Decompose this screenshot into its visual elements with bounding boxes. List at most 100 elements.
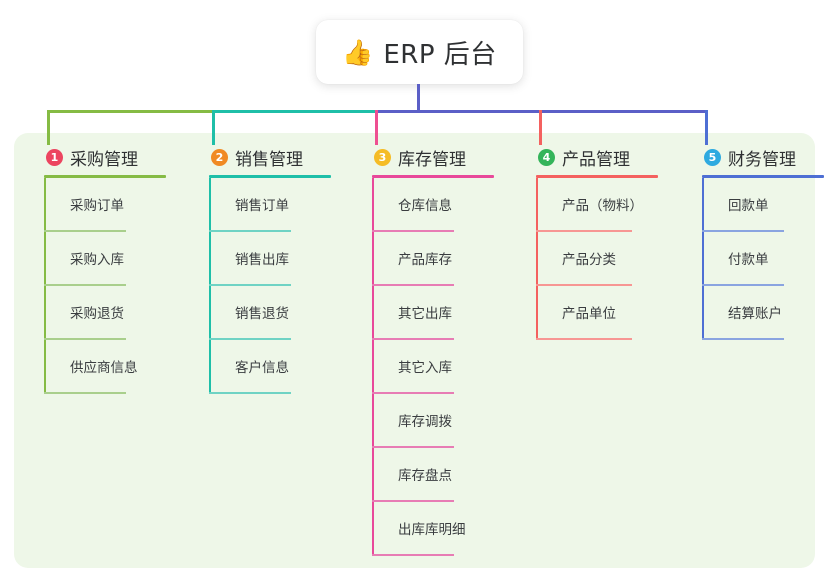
- column-1: 1 采购管理采购订单采购入库采购退货供应商信息: [30, 145, 190, 394]
- leaf-item[interactable]: 库存盘点: [358, 448, 523, 502]
- column-items: 回款单付款单结算账户: [688, 178, 838, 340]
- root-node-title: ERP 后台: [383, 39, 497, 70]
- column-spine: [702, 178, 704, 340]
- bus-segment-4: [539, 110, 708, 113]
- leaf-item-label: 产品（物料）: [562, 198, 643, 214]
- bus-segment-3: [375, 110, 542, 113]
- thumbs-up-icon: 👍: [342, 37, 374, 67]
- leaf-item-underline: [44, 284, 126, 286]
- leaf-item[interactable]: 产品库存: [358, 232, 523, 286]
- column-number-badge: 5: [704, 148, 721, 166]
- column-spine: [536, 178, 538, 340]
- column-5: 5 财务管理回款单付款单结算账户: [688, 145, 838, 340]
- column-items: 仓库信息产品库存其它出库其它入库库存调拨库存盘点出库库明细: [358, 178, 523, 556]
- leaf-item-underline: [209, 230, 291, 232]
- leaf-item[interactable]: 销售出库: [195, 232, 355, 286]
- column-underline: [702, 175, 824, 178]
- leaf-item-label: 产品单位: [562, 306, 616, 322]
- leaf-item[interactable]: 采购退货: [30, 286, 190, 340]
- drop-line-5: [705, 110, 708, 145]
- leaf-item[interactable]: 供应商信息: [30, 340, 190, 394]
- drop-line-3: [375, 110, 378, 145]
- bus-segment-1: [47, 110, 215, 113]
- leaf-item-underline: [209, 338, 291, 340]
- leaf-item-underline: [372, 446, 454, 448]
- column-number-badge: 3: [374, 148, 391, 166]
- leaf-item[interactable]: 销售订单: [195, 178, 355, 232]
- leaf-item-label: 销售订单: [235, 198, 289, 214]
- leaf-item-label: 付款单: [728, 252, 769, 268]
- leaf-item-underline: [536, 338, 632, 340]
- leaf-item[interactable]: 产品（物料）: [522, 178, 687, 232]
- column-number-badge: 2: [211, 148, 228, 166]
- column-items: 采购订单采购入库采购退货供应商信息: [30, 178, 190, 394]
- column-spine: [372, 178, 374, 556]
- column-title: 库存管理: [398, 149, 466, 170]
- leaf-item-label: 采购退货: [70, 306, 124, 322]
- column-underline: [209, 175, 331, 178]
- leaf-item-underline: [372, 392, 454, 394]
- column-header-2[interactable]: 2 销售管理: [195, 145, 355, 170]
- column-title: 销售管理: [235, 149, 303, 170]
- column-title: 产品管理: [562, 149, 630, 170]
- leaf-item-underline: [209, 284, 291, 286]
- leaf-item[interactable]: 产品单位: [522, 286, 687, 340]
- leaf-item-underline: [372, 338, 454, 340]
- leaf-item-underline: [372, 554, 454, 556]
- leaf-item-underline: [44, 338, 126, 340]
- column-items: 销售订单销售出库销售退货客户信息: [195, 178, 355, 394]
- leaf-item[interactable]: 结算账户: [688, 286, 838, 340]
- leaf-item-underline: [702, 338, 784, 340]
- leaf-item-label: 销售出库: [235, 252, 289, 268]
- trunk-line: [417, 84, 420, 113]
- leaf-item[interactable]: 客户信息: [195, 340, 355, 394]
- leaf-item-label: 供应商信息: [70, 360, 138, 376]
- column-4: 4 产品管理产品（物料） 产品分类产品单位: [522, 145, 687, 340]
- leaf-item-label: 其它出库: [398, 306, 452, 322]
- leaf-item-underline: [372, 284, 454, 286]
- leaf-item-label: 回款单: [728, 198, 769, 214]
- leaf-item[interactable]: 采购订单: [30, 178, 190, 232]
- leaf-item-underline: [702, 284, 784, 286]
- column-underline: [536, 175, 658, 178]
- bus-segment-2: [212, 110, 378, 113]
- leaf-item[interactable]: 销售退货: [195, 286, 355, 340]
- root-node[interactable]: 👍 ERP 后台: [316, 20, 523, 84]
- leaf-item-label: 销售退货: [235, 306, 289, 322]
- column-underline: [372, 175, 494, 178]
- column-number-badge: 4: [538, 148, 555, 166]
- column-number-badge: 1: [46, 148, 63, 166]
- column-spine: [209, 178, 211, 394]
- leaf-item[interactable]: 回款单: [688, 178, 838, 232]
- leaf-item[interactable]: 出库库明细: [358, 502, 523, 556]
- leaf-item-label: 库存盘点: [398, 468, 452, 484]
- leaf-item-label: 结算账户: [728, 306, 782, 322]
- leaf-item[interactable]: 仓库信息: [358, 178, 523, 232]
- column-header-1[interactable]: 1 采购管理: [30, 145, 190, 170]
- leaf-item[interactable]: 其它入库: [358, 340, 523, 394]
- column-header-5[interactable]: 5 财务管理: [688, 145, 838, 170]
- leaf-item-label: 产品库存: [398, 252, 452, 268]
- leaf-item-label: 仓库信息: [398, 198, 452, 214]
- column-title: 财务管理: [728, 149, 796, 170]
- leaf-item-underline: [44, 230, 126, 232]
- leaf-item[interactable]: 采购入库: [30, 232, 190, 286]
- leaf-item-label: 产品分类: [562, 252, 616, 268]
- leaf-item[interactable]: 付款单: [688, 232, 838, 286]
- leaf-item-underline: [536, 284, 632, 286]
- column-header-4[interactable]: 4 产品管理: [522, 145, 687, 170]
- leaf-item-underline: [209, 392, 291, 394]
- leaf-item[interactable]: 库存调拨: [358, 394, 523, 448]
- column-title: 采购管理: [70, 149, 138, 170]
- column-2: 2 销售管理销售订单销售出库销售退货客户信息: [195, 145, 355, 394]
- leaf-item-underline: [44, 392, 126, 394]
- leaf-item[interactable]: 其它出库: [358, 286, 523, 340]
- leaf-item-underline: [372, 230, 454, 232]
- leaf-item-underline: [536, 230, 632, 232]
- diagram-background-panel: [14, 133, 815, 568]
- leaf-item-label: 库存调拨: [398, 414, 452, 430]
- column-header-3[interactable]: 3 库存管理: [358, 145, 523, 170]
- leaf-item[interactable]: 产品分类: [522, 232, 687, 286]
- column-items: 产品（物料） 产品分类产品单位: [522, 178, 687, 340]
- leaf-item-label: 采购入库: [70, 252, 124, 268]
